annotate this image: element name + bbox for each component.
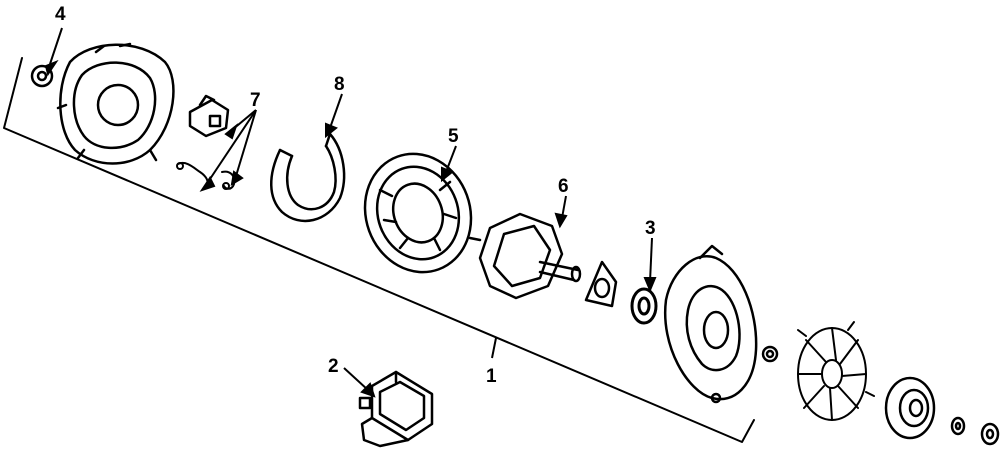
callout-2: 2: [328, 356, 339, 377]
part-6-rotor: [468, 212, 582, 300]
fan: [797, 321, 875, 421]
front-housing: [663, 244, 758, 404]
pulley-washer: [950, 416, 966, 436]
part-3-bearing: [630, 287, 658, 325]
callout-1: 1: [486, 366, 497, 387]
assembly-bracket: [3, 57, 755, 443]
part-8-insulator: [270, 132, 346, 223]
rear-housing: [56, 42, 175, 165]
callout-4: 4: [55, 4, 66, 25]
spacer-nut: [761, 345, 779, 363]
callout-6: 6: [558, 176, 569, 197]
callout-7: 7: [250, 90, 261, 111]
pulley-nut: [980, 422, 1000, 446]
callout-8: 8: [334, 74, 345, 95]
brush-holder: [188, 94, 230, 138]
part-2-regulator: [358, 370, 434, 448]
pulley: [884, 376, 936, 440]
part-5-stator: [363, 152, 473, 274]
bearing-retainer: [584, 260, 618, 308]
leader-lines: [44, 27, 657, 398]
part-4-nut: [30, 64, 54, 88]
callout-3: 3: [645, 218, 656, 239]
callout-5: 5: [448, 126, 459, 147]
